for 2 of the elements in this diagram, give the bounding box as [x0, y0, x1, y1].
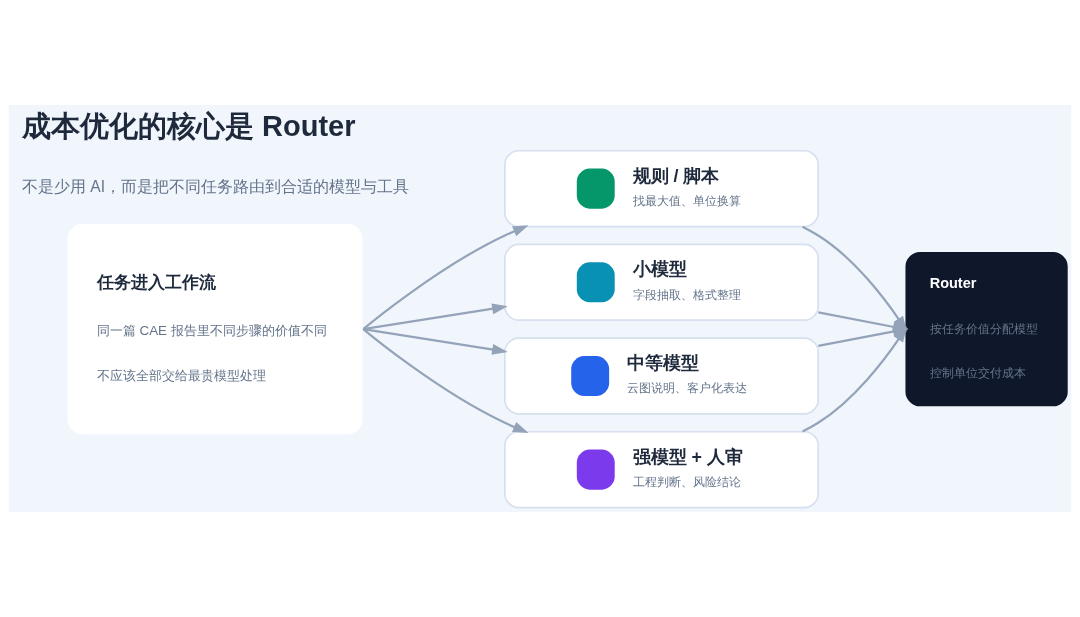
- diagram-title: 成本优化的核心是 Router: [22, 110, 356, 142]
- label: 不是少用 AI，而是把不同任务路由到合适的模型与工具: [22, 177, 410, 195]
